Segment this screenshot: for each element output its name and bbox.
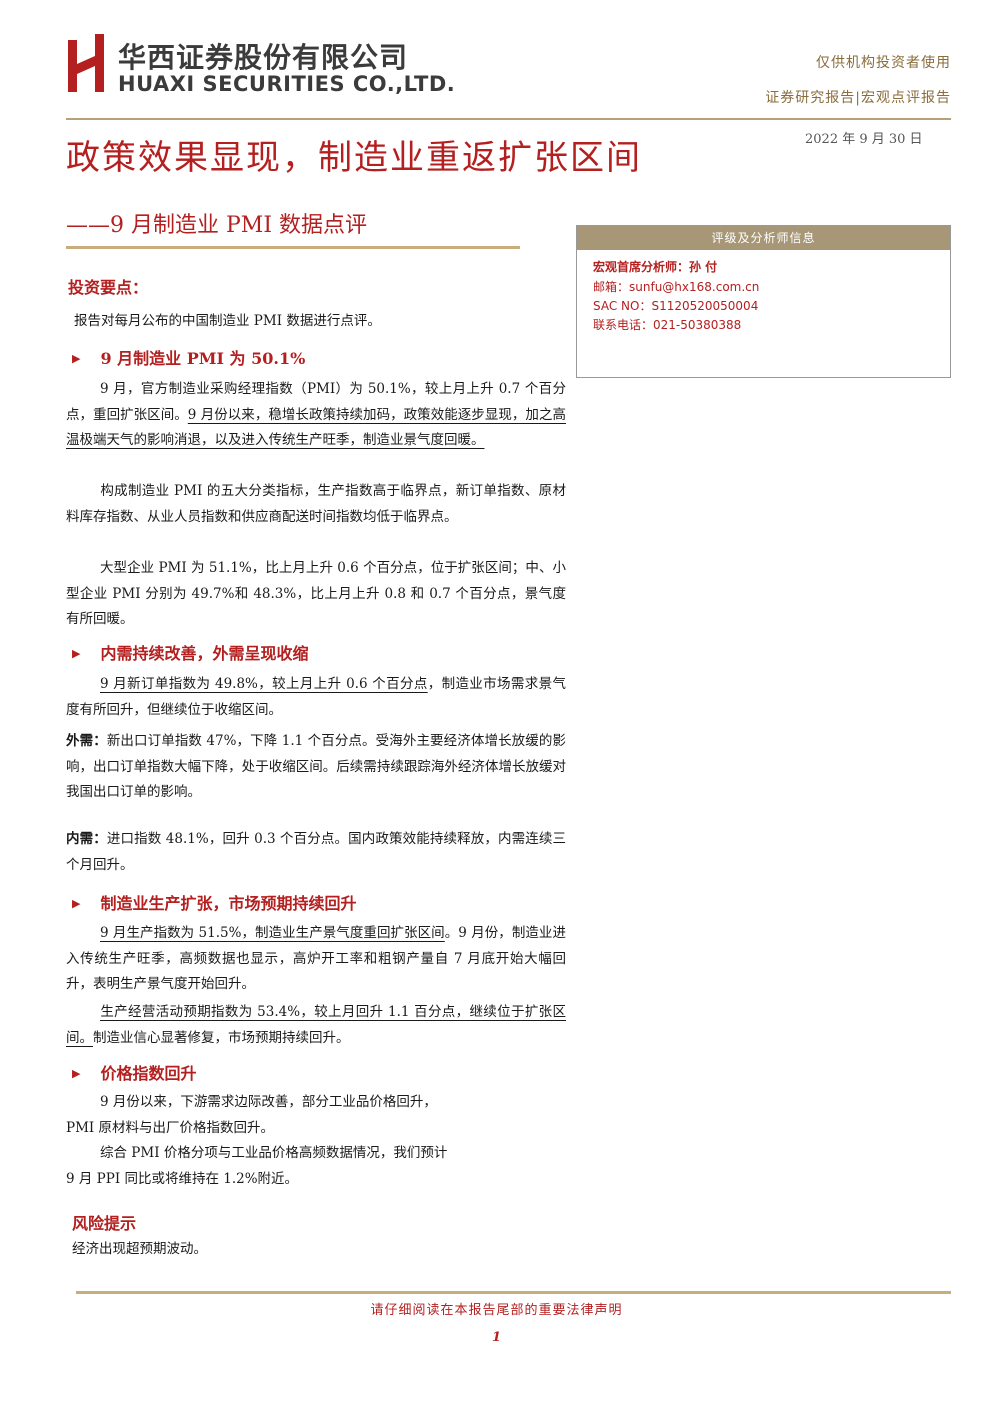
report-title: 政策效果显现，制造业重返扩张区间 [66,138,642,178]
header-divider [66,118,951,120]
analyst-sac: SAC NO：S1120520050004 [593,299,759,313]
footer-divider [76,1291,951,1294]
s2-p1-underlined: 9 月新订单指数为 49.8%，较上月上升 0.6 个百分点 [100,676,428,692]
s1-paragraph-1: 9 月，官方制造业采购经理指数（PMI）为 50.1%，较上月上升 0.7 个百… [66,377,566,454]
s4-line-3: 综合 PMI 价格分项与工业品价格高频数据情况，我们预计 [100,1145,448,1161]
bullet-arrow-icon: ▶ [72,1067,81,1080]
company-name-en: HUAXI SECURITIES CO.,LTD. [118,72,456,96]
domestic-demand-label: 内需： [66,831,107,847]
s3-p2-underlined: 生产经营活动预期指数为 53.4%，较上月回升 1.1 百分点，继续位于扩张区间… [66,1004,566,1046]
risk-heading: 风险提示 [72,1214,137,1233]
report-date: 2022 年 9 月 30 日 [805,132,923,147]
s1-p1-underlined: 9 月份以来，稳增长政策持续加码，政策效能逐步显现，加之高温极端天气的影响消退，… [66,406,566,449]
audience-notice: 仅供机构投资者使用 [816,55,951,71]
s2-paragraph-1: 9 月新订单指数为 49.8%，较上月上升 0.6 个百分点，制造业市场需求景气… [66,672,566,723]
analyst-phone: 联系电话：021-50380388 [593,318,742,332]
section-2-title: 内需持续改善，外需呈现收缩 [100,644,309,663]
s3-paragraph-2: 生产经营活动预期指数为 53.4%，较上月回升 1.1 百分点，继续位于扩张区间… [66,1000,566,1051]
section-heading: 投资要点： [68,278,149,297]
s3-paragraph-1: 9 月生产指数为 51.5%，制造业生产景气度重回扩张区间。9 月份，制造业进入… [66,921,566,998]
section-4-title: 价格指数回升 [100,1064,197,1083]
s2-p1-text: ，制造业市场需求景气度有所回升，但继续位于收缩区间。 [66,676,567,718]
s3-p1-text: 。9 月份，制造业进入传统生产旺季，高频数据也显示，高炉开工率和粗钢产量自 7 … [66,925,566,992]
report-type: 证券研究报告|宏观点评报告 [765,90,951,106]
s4-line-2: PMI 原材料与出厂价格指数回升。 [66,1119,275,1136]
s2-paragraph-3: 内需：进口指数 48.1%，回升 0.3 个百分点。国内政策效能持续释放，内需连… [66,827,566,878]
s3-p2-text: 制造业信心显著修复，市场预期持续回升。 [93,1029,350,1046]
s4-line-4: 9 月 PPI 同比或将维持在 1.2%附近。 [66,1170,299,1187]
s4-line-1: 9 月份以来，下游需求边际改善，部分工业品价格回升， [100,1094,437,1110]
s1-p3-text: 大型企业 PMI 为 51.1%，比上月上升 0.6 个百分点，位于扩张区间；中… [66,560,566,627]
bullet-arrow-icon: ▶ [72,647,81,660]
bullet-arrow-icon: ▶ [72,352,81,365]
section-1-title: 9 月制造业 PMI 为 50.1% [100,349,306,368]
intro-paragraph: 报告对每月公布的中国制造业 PMI 数据进行点评。 [66,309,566,335]
analyst-name: 宏观首席分析师：孙 付 [593,260,718,274]
s4-paragraph: 9 月份以来，下游需求边际改善，部分工业品价格回升， PMI 原材料与出厂价格指… [66,1090,566,1192]
section-1-heading: ▶ 9 月制造业 PMI 为 50.1% [72,345,305,369]
bullet-arrow-icon: ▶ [72,897,81,910]
analyst-info-box: 评级及分析师信息 宏观首席分析师：孙 付 邮箱：sunfu@hx168.com.… [576,225,951,378]
s1-p1-text: 9 月，官方制造业采购经理指数（PMI）为 50.1%，较上月上升 0.7 个百… [66,381,566,423]
s1-paragraph-3: 大型企业 PMI 为 51.1%，比上月上升 0.6 个百分点，位于扩张区间；中… [66,556,566,633]
intro-text: 报告对每月公布的中国制造业 PMI 数据进行点评。 [74,313,381,329]
foreign-demand-label: 外需： [66,733,107,749]
s1-p2-text: 构成制造业 PMI 的五大分类指标，生产指数高于临界点，新订单指数、原材料库存指… [66,483,566,525]
s2-p2-text: 新出口订单指数 47%，下降 1.1 个百分点。受海外主要经济体增长放缓的影响，… [66,733,566,800]
risk-text: 经济出现超预期波动。 [72,1241,207,1257]
section-2-heading: ▶ 内需持续改善，外需呈现收缩 [72,640,308,664]
report-subtitle: ——9 月制造业 PMI 数据点评 [66,213,367,238]
legal-disclaimer: 请仔细阅读在本报告尾部的重要法律声明 [370,1303,623,1318]
company-name-cn: 华西证券股份有限公司 [118,41,409,74]
s2-p3-text: 进口指数 48.1%，回升 0.3 个百分点。国内政策效能持续释放，内需连续三个… [66,831,567,873]
section-4-heading: ▶ 价格指数回升 [72,1060,196,1084]
subtitle-divider [66,246,520,249]
analyst-email[interactable]: 邮箱：sunfu@hx168.com.cn [593,280,760,294]
section-3-heading: ▶ 制造业生产扩张，市场预期持续回升 [72,890,356,914]
page-number: 1 [491,1330,502,1345]
huaxi-logo-icon [68,34,104,92]
analyst-box-heading: 评级及分析师信息 [577,226,950,250]
section-3-title: 制造业生产扩张，市场预期持续回升 [100,894,357,913]
s3-p1-underlined: 9 月生产指数为 51.5%，制造业生产景气度重回扩张区间 [100,925,445,941]
s1-paragraph-2: 构成制造业 PMI 的五大分类指标，生产指数高于临界点，新订单指数、原材料库存指… [66,479,566,530]
s2-paragraph-2: 外需：新出口订单指数 47%，下降 1.1 个百分点。受海外主要经济体增长放缓的… [66,729,566,806]
